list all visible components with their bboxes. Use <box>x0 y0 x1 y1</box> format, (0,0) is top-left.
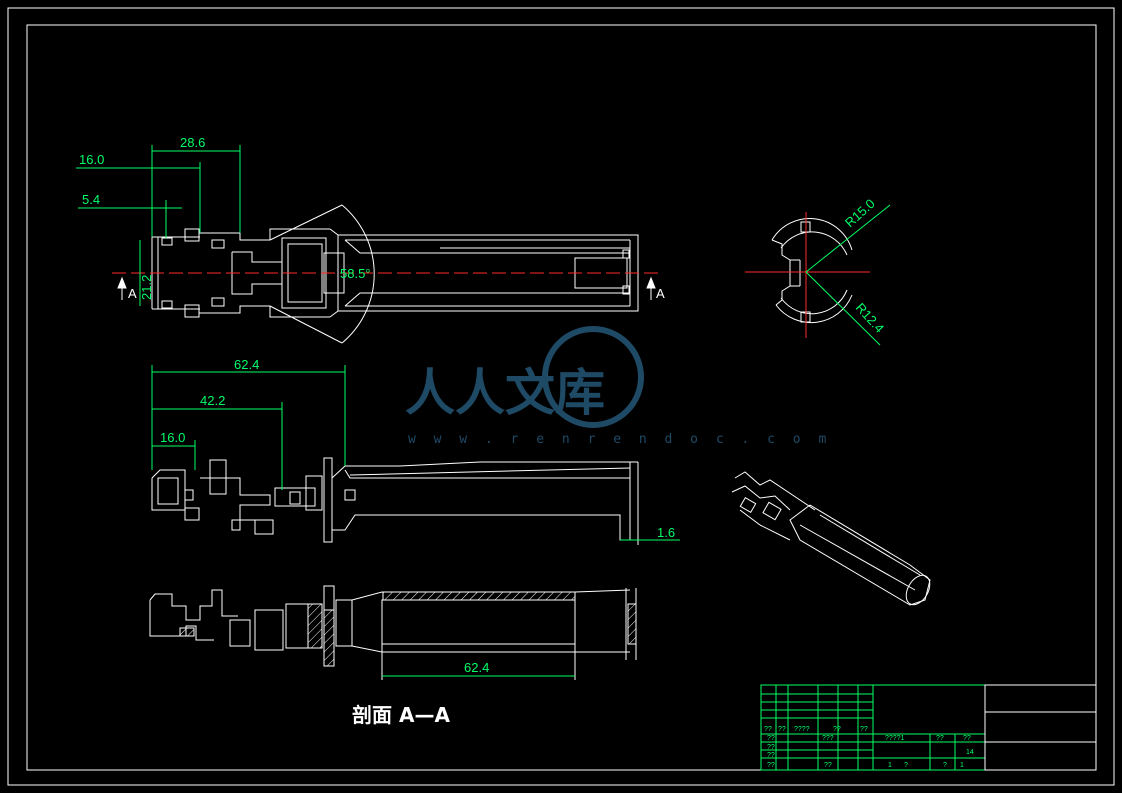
tb-cell: ?? <box>833 726 841 733</box>
end-view <box>771 218 853 324</box>
watermark-url: w w w . r e n r e n d o c . c o m <box>408 432 831 447</box>
tb-cell: ??? <box>822 735 834 742</box>
tb-cell: ?? <box>767 735 775 742</box>
title-block <box>760 684 986 771</box>
tb-cell: 1 <box>888 762 892 769</box>
tb-cell: ?? <box>963 735 971 742</box>
tb-cell: ? <box>943 762 947 769</box>
dim-r15: R15.0 <box>842 196 878 230</box>
dim-62-4-bottom: 62.4 <box>464 660 489 675</box>
tb-cell: ?? <box>824 762 832 769</box>
tb-cell: ????1 <box>885 735 905 742</box>
tb-cell: ?? <box>860 726 868 733</box>
tb-cell: 1 <box>960 762 964 769</box>
dim-62-4-top: 62.4 <box>234 357 259 372</box>
tb-cell: ?? <box>778 726 786 733</box>
dim-58-5-angle: 58.5° <box>340 266 371 281</box>
watermark-brand: 人人文库 <box>405 364 605 422</box>
isometric-view <box>731 471 931 606</box>
dim-5-4: 5.4 <box>82 192 100 207</box>
section-letter-right: A <box>656 286 665 301</box>
outer-border <box>7 7 1115 786</box>
top-view <box>151 228 639 318</box>
section-arrow-left <box>117 276 127 300</box>
dim-16-0-top: 16.0 <box>79 152 104 167</box>
dim-21-2: 21.2 <box>139 275 154 300</box>
tb-cell: ?? <box>767 752 775 759</box>
watermark-logo-circle <box>542 326 644 428</box>
tb-cell: ?? <box>936 735 944 742</box>
dim-r12-4: R12.4 <box>853 300 887 336</box>
dim-16-0-mid: 16.0 <box>160 430 185 445</box>
section-title: 剖面 A—A <box>352 703 450 727</box>
top-view-dimensions <box>76 145 241 306</box>
tb-cell: ?? <box>767 762 775 769</box>
inner-border <box>26 24 1097 771</box>
tb-cell: ? <box>904 762 908 769</box>
section-hatching <box>179 591 637 667</box>
tb-cell: ?? <box>767 744 775 751</box>
section-arrow-right <box>646 276 656 300</box>
dim-28-6: 28.6 <box>180 135 205 150</box>
side-view-dimensions <box>151 365 680 541</box>
side-view <box>151 457 639 545</box>
tb-cell: 14 <box>966 749 974 756</box>
top-view-angle-lines <box>269 204 375 344</box>
watermark: 人人文库 w w w . r e n r e n d o c . c o m <box>405 326 831 447</box>
title-block-right <box>984 684 1097 771</box>
dim-1-6: 1.6 <box>657 525 675 540</box>
end-view-dimensions <box>805 204 891 346</box>
section-letter-left: A <box>128 286 137 301</box>
dim-42-2: 42.2 <box>200 393 225 408</box>
tb-cell: ???? <box>794 726 810 733</box>
tb-cell: ?? <box>764 726 772 733</box>
